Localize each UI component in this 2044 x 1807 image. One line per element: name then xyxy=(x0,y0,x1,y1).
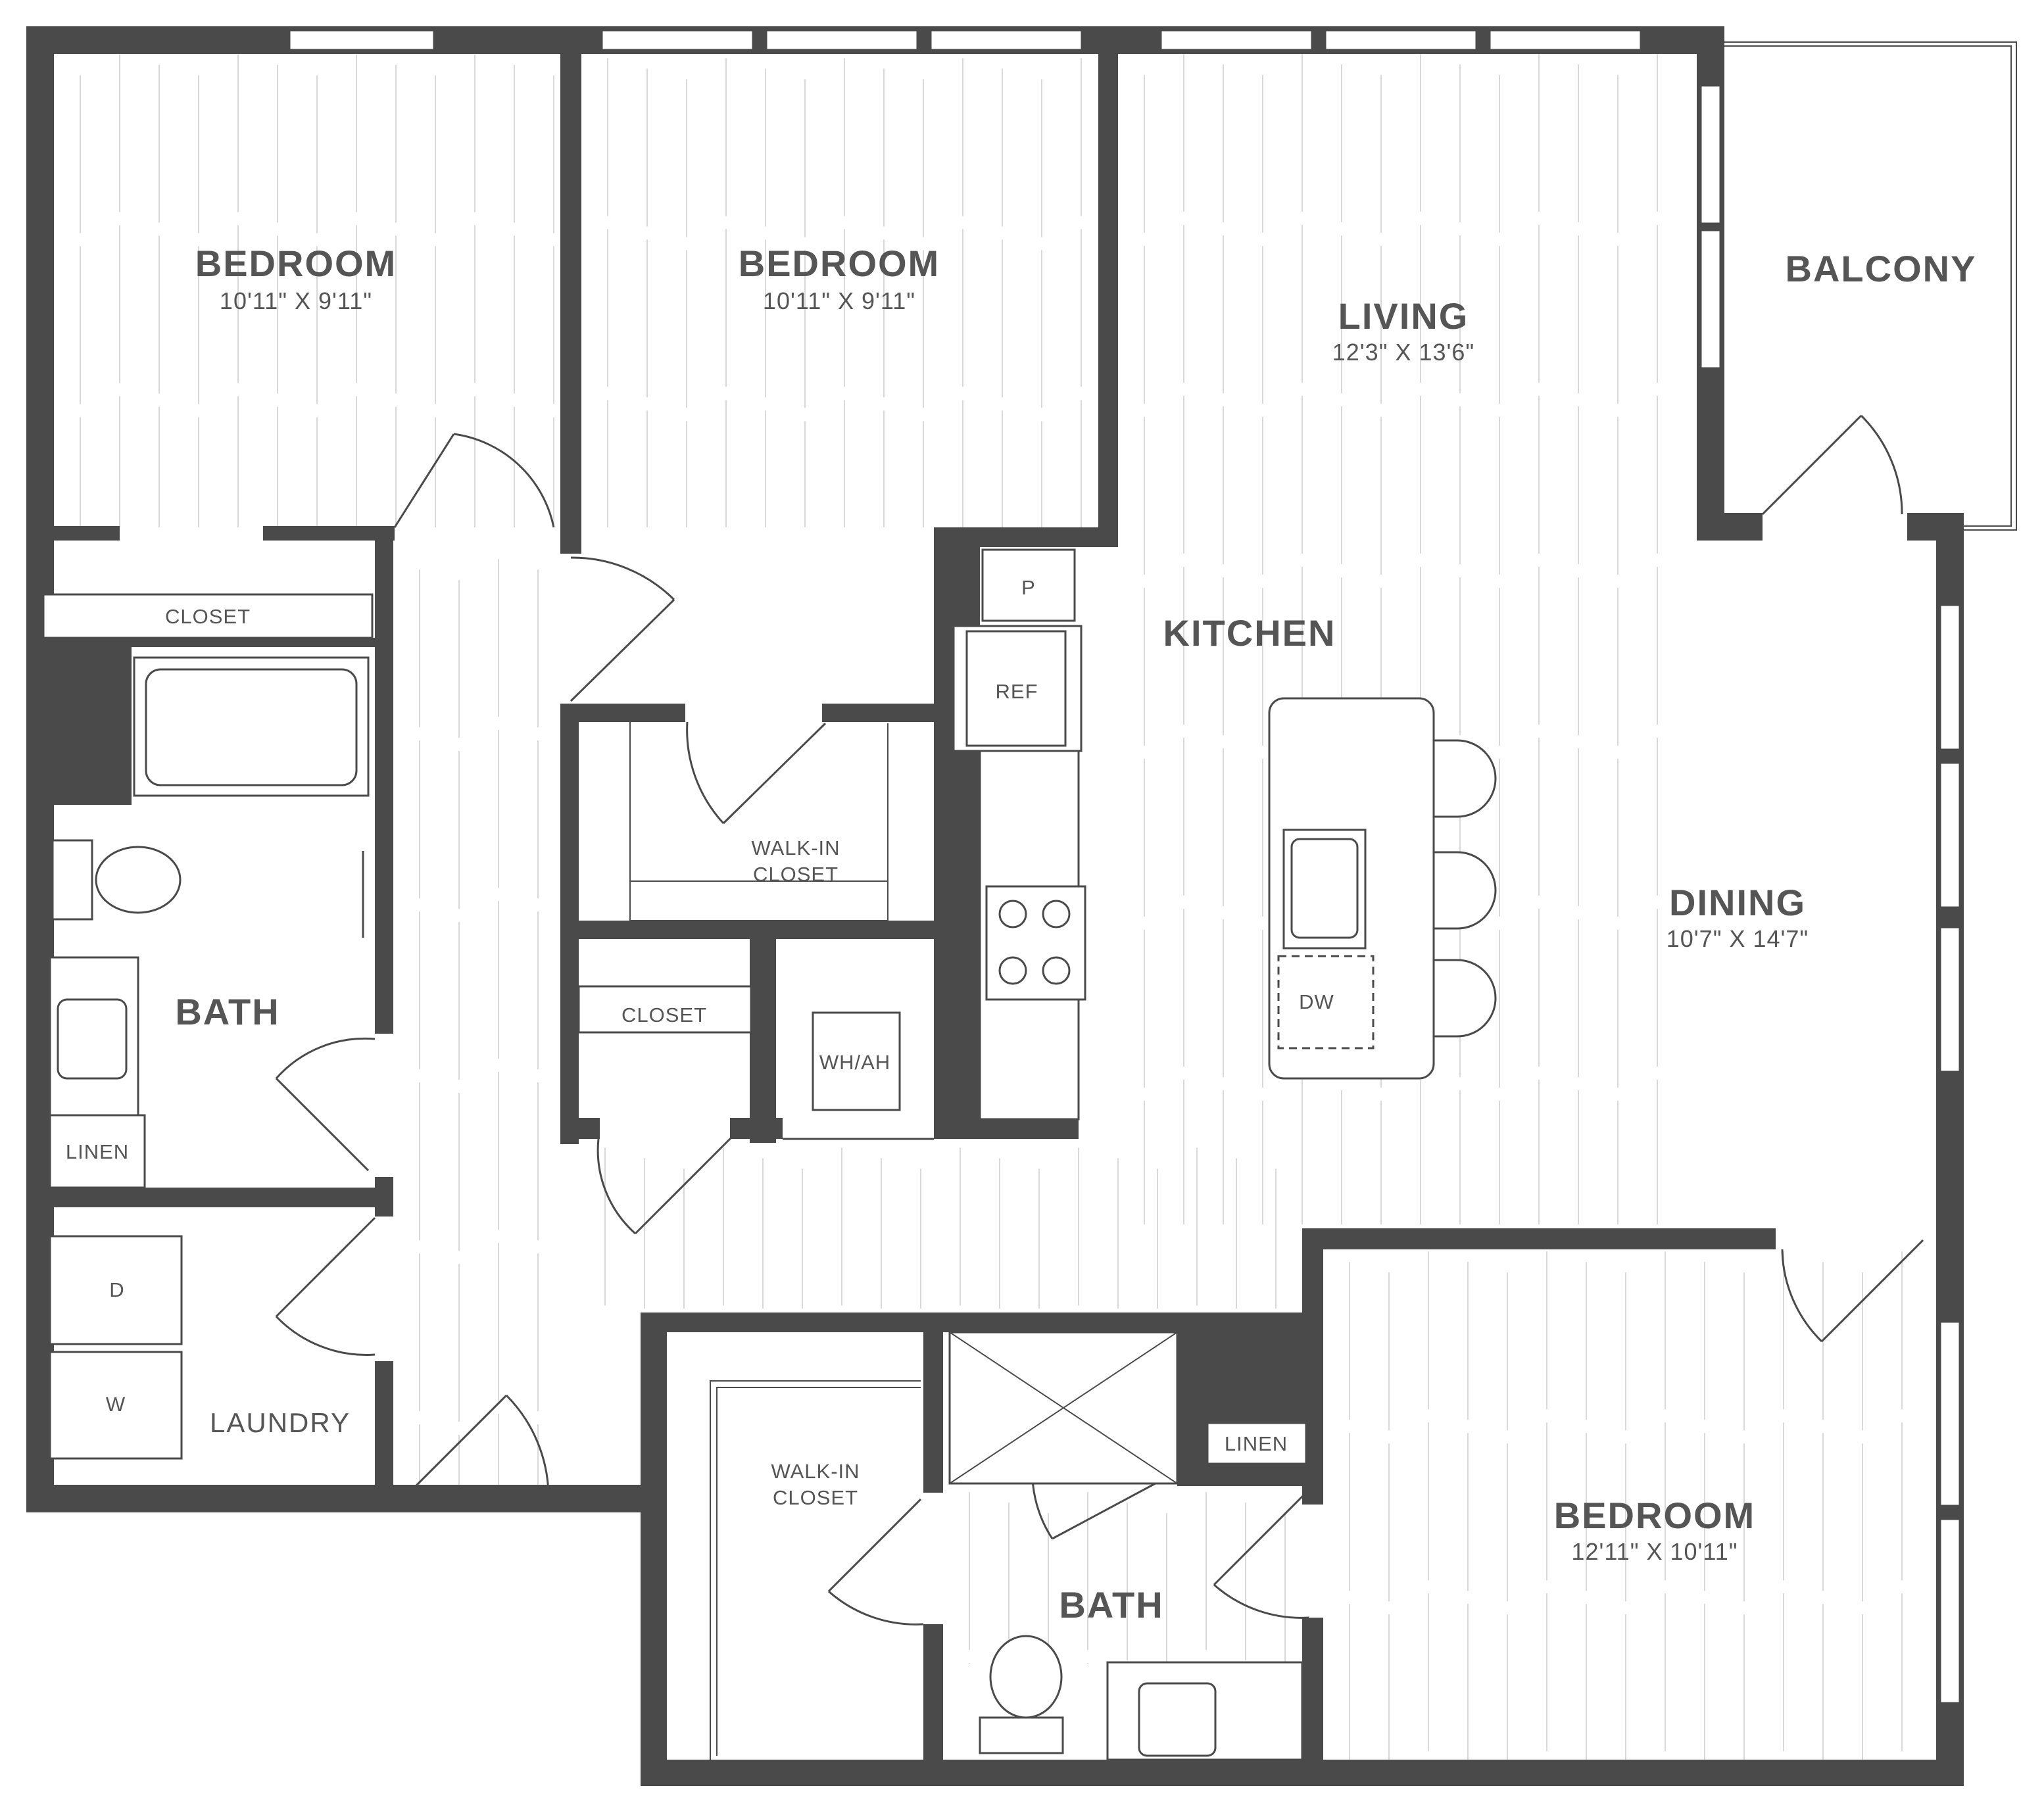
dishwasher xyxy=(1277,955,1375,1049)
pantry-label: P xyxy=(1021,576,1036,599)
dining-name: DINING xyxy=(1669,882,1806,923)
bedroom-2-name: BEDROOM xyxy=(739,243,940,284)
windows xyxy=(288,29,1961,1704)
dryer xyxy=(49,1235,183,1345)
stove xyxy=(985,885,1086,1001)
balcony-outline xyxy=(1724,41,2017,531)
washer xyxy=(49,1351,183,1460)
toilet-bowl xyxy=(95,846,182,914)
walkin-1-line1: WALK-IN xyxy=(751,836,840,859)
bathtub-basin xyxy=(145,668,358,786)
washer-label: W xyxy=(106,1393,126,1416)
sink-1 xyxy=(57,998,128,1080)
bath-1-name: BATH xyxy=(175,991,280,1032)
bedroom-1-name: BEDROOM xyxy=(195,243,397,284)
linen-2-label: LINEN xyxy=(1225,1432,1288,1455)
toilet-tank xyxy=(51,839,93,921)
closet-mid-label: CLOSET xyxy=(621,1003,707,1026)
living-name: LIVING xyxy=(1338,295,1469,337)
closet-mid-shelf xyxy=(577,985,752,1034)
toilet-2-bowl xyxy=(989,1635,1063,1719)
bedroom-3-dims: 12'11" X 10'11" xyxy=(1571,1538,1738,1565)
kitchen-name: KITCHEN xyxy=(1163,612,1336,654)
bedroom-3-name: BEDROOM xyxy=(1554,1495,1755,1536)
doors xyxy=(275,414,1924,1626)
dryer-label: D xyxy=(109,1278,124,1301)
walkin-2-line2: CLOSET xyxy=(773,1486,858,1509)
walkin-2-line1: WALK-IN xyxy=(771,1460,860,1483)
closet-shelf xyxy=(42,593,374,639)
fixtures xyxy=(42,548,1497,1763)
whah-label: WH/AH xyxy=(819,1051,890,1074)
linen-2-cabinet xyxy=(1206,1422,1307,1465)
closet-top-label: CLOSET xyxy=(165,605,251,628)
room-labels: BEDROOM 10'11" X 9'11" BEDROOM 10'11" X … xyxy=(175,243,1977,1626)
bedroom-2-dims: 10'11" X 9'11" xyxy=(763,287,915,314)
bath-2-name: BATH xyxy=(1059,1584,1163,1626)
linen-1-cabinet xyxy=(49,1114,146,1189)
living-dims: 12'3" X 13'6" xyxy=(1332,339,1474,366)
ref-label: REF xyxy=(996,680,1038,703)
sink-2 xyxy=(1138,1682,1217,1757)
bedroom-1-dims: 10'11" X 9'11" xyxy=(220,287,372,314)
wood-floor-texture xyxy=(80,54,1903,1760)
dining-dims: 10'7" X 14'7" xyxy=(1667,925,1809,952)
balcony-name: BALCONY xyxy=(1786,248,1977,289)
walkin-1-line2: CLOSET xyxy=(753,863,839,886)
fixture-labels: CLOSET CLOSET WALK-IN CLOSET WALK-IN CLO… xyxy=(66,576,1334,1509)
pantry xyxy=(981,548,1076,622)
water-heater xyxy=(812,1011,901,1111)
toilet-2-tank xyxy=(979,1716,1064,1754)
linen-1-label: LINEN xyxy=(66,1140,129,1163)
laundry-name: LAUNDRY xyxy=(210,1407,351,1438)
dw-label: DW xyxy=(1299,990,1334,1013)
